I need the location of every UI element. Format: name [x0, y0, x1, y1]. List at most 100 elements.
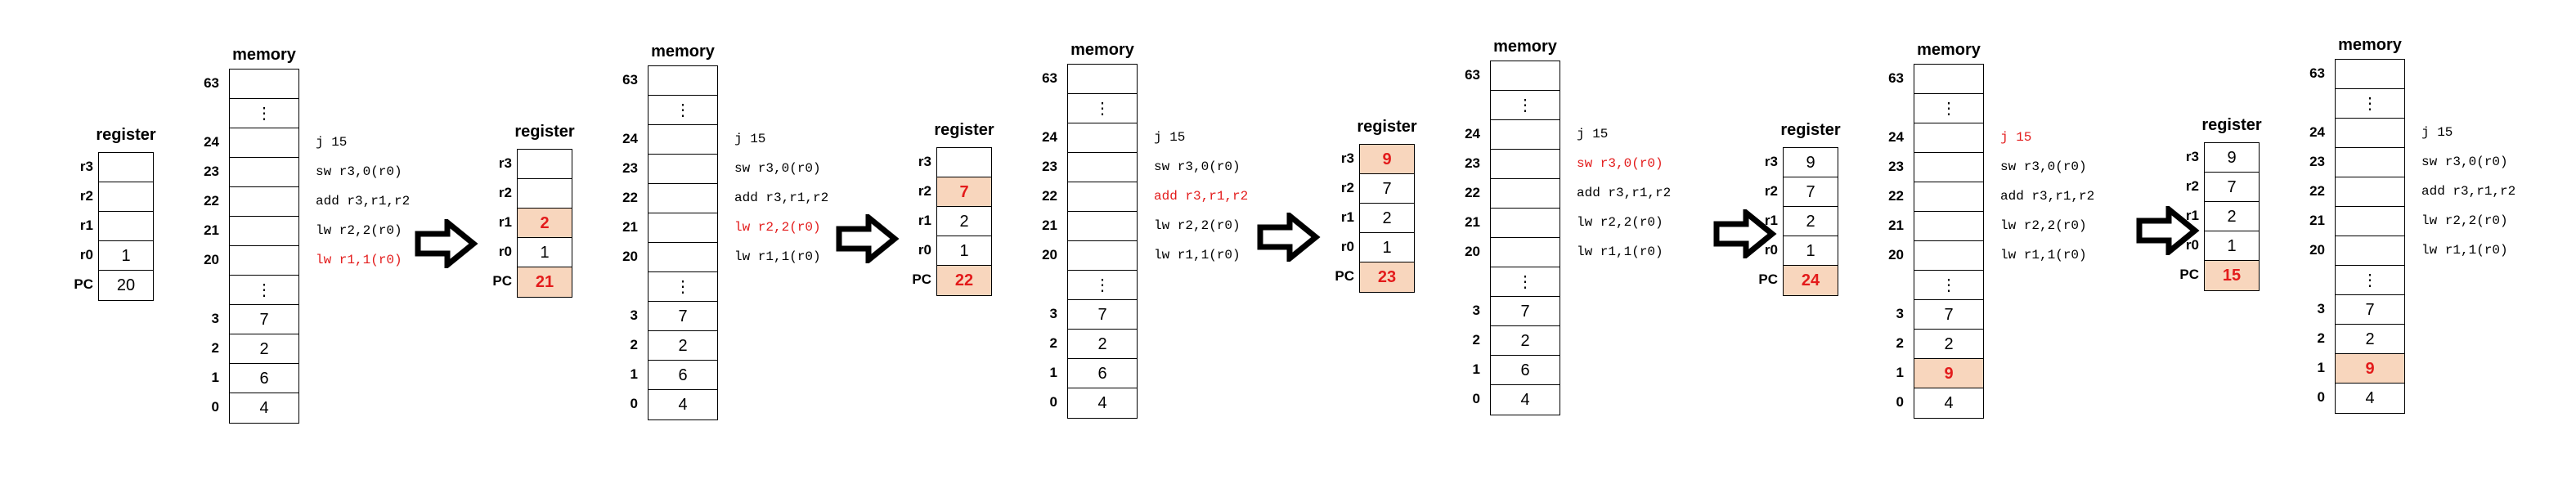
register-label: r1 [2185, 208, 2199, 223]
memory-address: 23 [1888, 159, 1904, 174]
memory-address: 23 [1465, 155, 1480, 171]
instruction-text: lw r1,1(r0) [316, 253, 402, 267]
memory-cell [1067, 240, 1138, 271]
register-label: r1 [918, 213, 931, 228]
memory-cell [1067, 152, 1138, 183]
memory-address: 0 [1472, 391, 1480, 406]
memory-address: 0 [630, 396, 638, 411]
memory-address: 2 [1049, 335, 1057, 351]
memory-address: 23 [1042, 159, 1057, 174]
memory-cell [648, 242, 718, 273]
register-title: register [1357, 118, 1417, 136]
register-label: r3 [918, 154, 931, 169]
memory-address: 22 [204, 193, 219, 209]
memory-cell [1490, 61, 1560, 92]
register-cell: 22 [936, 265, 992, 296]
memory-cell: 7 [1490, 296, 1560, 327]
register-label: PC [1335, 268, 1354, 284]
memory-address: 1 [1472, 361, 1480, 377]
memory-cell [229, 128, 299, 159]
memory-address: 3 [211, 311, 219, 326]
instruction-text: sw r3,0(r0) [2421, 155, 2508, 169]
memory-address: 0 [211, 399, 219, 415]
memory-address: 23 [622, 160, 638, 176]
memory-address: 1 [630, 366, 638, 382]
right-arrow-icon [415, 219, 478, 268]
register-cell: 9 [2204, 142, 2260, 173]
register-cell: 7 [1359, 173, 1415, 204]
memory-address: 63 [1042, 70, 1057, 86]
memory-cell [229, 216, 299, 247]
memory-address: 21 [2309, 213, 2325, 228]
register-label: PC [1758, 271, 1778, 287]
memory-address: 1 [1049, 365, 1057, 380]
register-cell: 1 [1359, 232, 1415, 263]
memory-cell: 4 [1490, 384, 1560, 415]
memory-cell [1067, 123, 1138, 154]
register-title: register [934, 121, 994, 139]
memory-address: 24 [1465, 126, 1480, 141]
memory-address: 3 [1472, 303, 1480, 318]
memory-cell: ⋮ [2335, 88, 2405, 119]
memory-cell [1067, 64, 1138, 95]
instruction-text: sw r3,0(r0) [1577, 156, 1663, 171]
register-label: PC [2179, 267, 2199, 282]
register-cell: 15 [2204, 260, 2260, 291]
register-cell: 1 [2204, 231, 2260, 262]
memory-cell: ⋮ [1914, 93, 1984, 124]
instruction-text: add r3,r1,r2 [1154, 189, 1249, 204]
memory-address: 21 [1042, 218, 1057, 233]
memory-cell [2335, 59, 2405, 90]
instruction-text: lw r1,1(r0) [1154, 248, 1241, 262]
memory-address: 20 [622, 249, 638, 264]
memory-address: 3 [1049, 306, 1057, 321]
register-cell: 2 [1359, 203, 1415, 234]
memory-cell: ⋮ [2335, 265, 2405, 296]
memory-address: 2 [1472, 332, 1480, 348]
memory-cell [1490, 237, 1560, 268]
register-cell [517, 149, 572, 180]
register-title: register [514, 123, 575, 141]
register-cell [517, 178, 572, 209]
memory-cell: 6 [229, 363, 299, 394]
register-label: r3 [1340, 150, 1354, 166]
instruction-text: lw r2,2(r0) [1154, 218, 1241, 233]
memory-address: 2 [630, 337, 638, 352]
memory-cell: 4 [2335, 383, 2405, 414]
memory-cell [229, 69, 299, 100]
memory-cell [648, 154, 718, 185]
memory-address: 24 [2309, 124, 2325, 140]
instruction-text: j 15 [1154, 130, 1186, 145]
memory-address: 24 [622, 131, 638, 146]
register-label: PC [912, 271, 931, 287]
register-cell: 7 [1783, 177, 1838, 208]
memory-cell: 2 [229, 334, 299, 365]
memory-cell: 9 [1914, 358, 1984, 389]
instruction-text: j 15 [2421, 125, 2453, 140]
memory-cell: ⋮ [229, 275, 299, 306]
register-cell: 1 [517, 237, 572, 268]
instruction-text: sw r3,0(r0) [734, 161, 821, 176]
memory-address: 0 [1049, 394, 1057, 410]
memory-cell: 6 [1490, 355, 1560, 386]
instruction-text: lw r1,1(r0) [1577, 244, 1663, 259]
memory-cell [648, 124, 718, 155]
instruction-text: lw r1,1(r0) [2421, 243, 2508, 258]
register-cell [98, 182, 154, 213]
register-label: r0 [1764, 242, 1778, 258]
instruction-text: add r3,r1,r2 [734, 191, 829, 205]
memory-cell: 2 [1490, 325, 1560, 357]
memory-address: 23 [204, 164, 219, 179]
memory-address: 3 [1896, 306, 1904, 321]
memory-address: 21 [1888, 218, 1904, 233]
register-label: r1 [79, 218, 93, 233]
memory-address: 22 [622, 190, 638, 205]
register-cell: 24 [1783, 265, 1838, 296]
memory-title: memory [232, 46, 296, 64]
memory-cell [1914, 182, 1984, 213]
memory-address: 21 [622, 219, 638, 235]
instruction-text: lw r2,2(r0) [316, 223, 402, 238]
memory-address: 24 [204, 134, 219, 150]
memory-address: 20 [2309, 242, 2325, 258]
register-label: PC [74, 276, 93, 292]
